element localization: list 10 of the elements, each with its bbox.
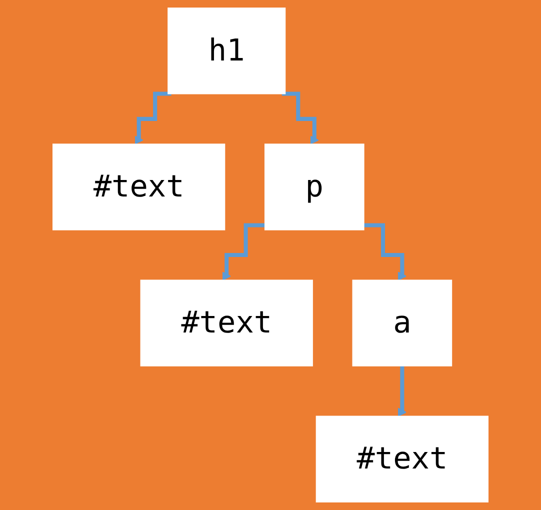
node-box: #text <box>52 144 226 230</box>
node-box: a <box>352 280 452 366</box>
node-box: p <box>264 144 364 230</box>
arrow <box>364 223 407 281</box>
arrow <box>222 223 265 281</box>
node-box: #text <box>316 416 488 502</box>
node-box: h1 <box>168 8 286 94</box>
arrow <box>134 92 172 145</box>
arrow <box>282 92 319 145</box>
node-box: #text <box>140 280 313 366</box>
